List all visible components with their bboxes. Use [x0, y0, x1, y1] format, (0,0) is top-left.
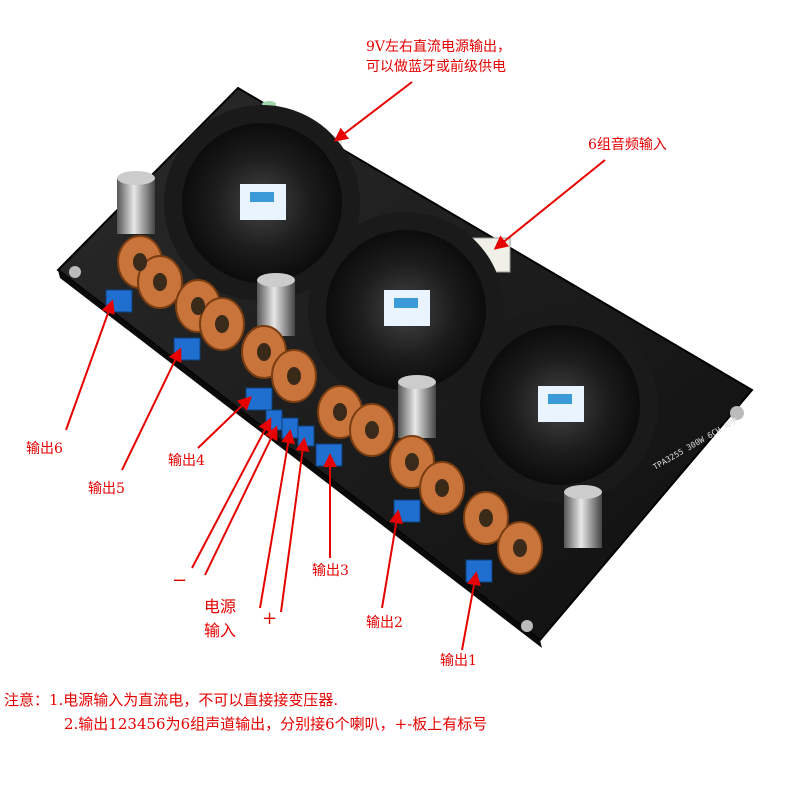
output-3-label: 输出3	[312, 563, 349, 579]
electrolytic-capacitor	[564, 485, 602, 548]
output-2-label: 输出2	[366, 615, 403, 631]
note-line-1: 注意：1.电源输入为直流电，不可以直接接变压器.	[4, 691, 339, 709]
dc-output-label-line1: 9V左右直流电源输出，	[366, 39, 512, 55]
output-1-label: 输出1	[440, 653, 477, 669]
power-minus-sign: −	[172, 570, 188, 591]
annotation-arrows	[65, 81, 606, 651]
output-6-label: 输出6	[26, 441, 63, 457]
mount-hole	[521, 620, 533, 632]
power-plus-sign: +	[262, 608, 278, 629]
cooling-fan-1	[164, 105, 360, 301]
output-5-label: 输出5	[88, 481, 125, 497]
cooling-fan-3	[462, 307, 658, 503]
power-input-label-line1: 电源	[204, 597, 237, 616]
dc-output-label-line2: 可以做蓝牙或前级供电	[366, 59, 506, 75]
output-4-label: 输出4	[168, 453, 205, 469]
electrolytic-capacitor	[117, 171, 155, 234]
inductor-cores	[133, 253, 527, 557]
power-input-label-line2: 输入	[204, 621, 237, 640]
mount-hole	[69, 266, 81, 278]
cooling-fan-2	[308, 212, 504, 408]
pcb-edge	[58, 270, 542, 648]
mount-hole	[730, 406, 744, 420]
audio-input-label: 6组音频输入	[588, 137, 667, 153]
electrolytic-capacitor	[398, 375, 436, 438]
note-line-2: 2.输出123456为6组声道输出，分别接6个喇叭，+-板上有标号	[64, 715, 488, 733]
